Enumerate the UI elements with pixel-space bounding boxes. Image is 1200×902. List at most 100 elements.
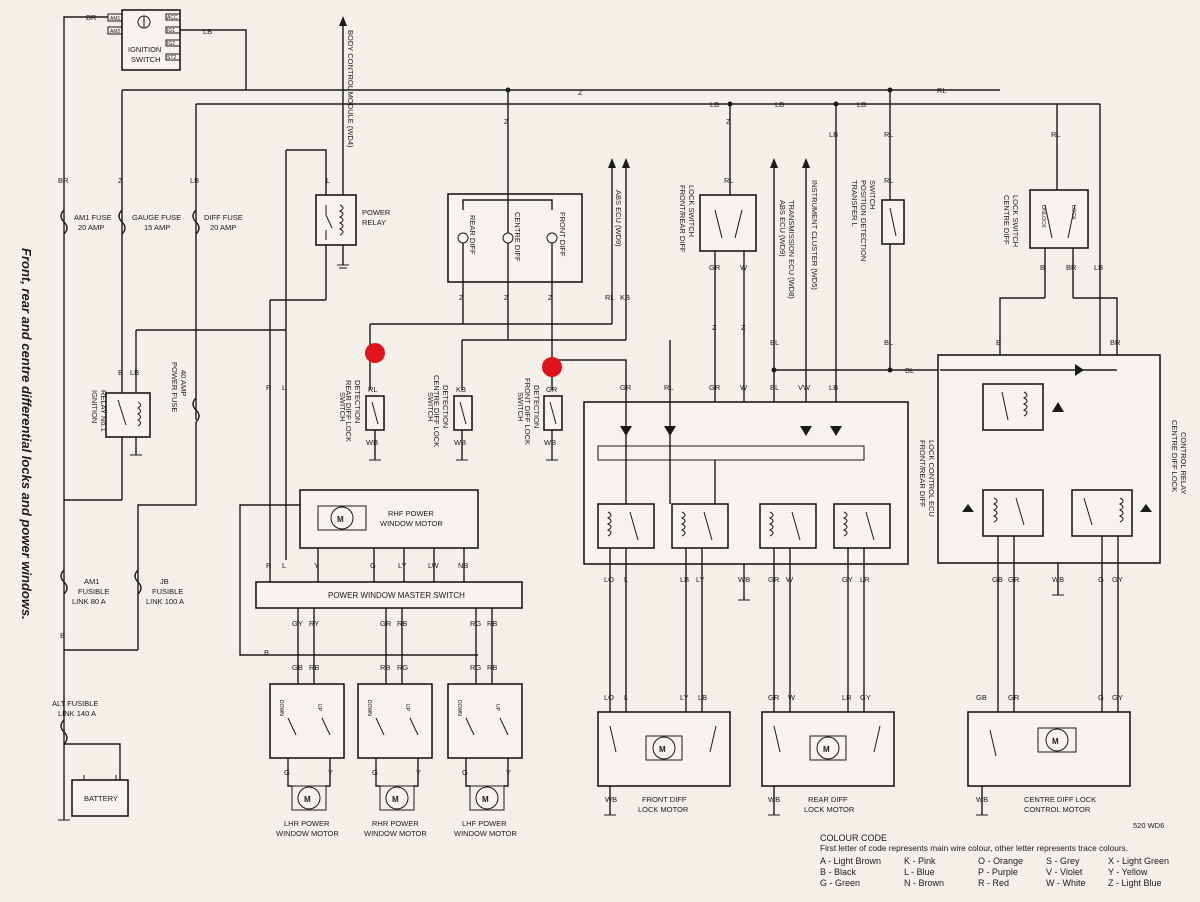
diagram-label: G [1098, 693, 1104, 702]
diagram-label: A - Light Brown [820, 856, 881, 866]
rhr-window-switch: DOWN UP [357, 683, 433, 759]
diagram-label: Z [118, 176, 123, 185]
diagram-label: W [740, 383, 748, 392]
diagram-label: SWITCH [516, 392, 525, 422]
diagram-label: M [659, 745, 666, 754]
ignition-relay-no1: IGNITION RELAY No.1 [90, 390, 151, 438]
diagram-label: RELAY [362, 218, 386, 227]
diagram-label: LINK 100 A [146, 597, 184, 606]
ignition-switch: AM1 AM2 ACC IG1 IG2 ST2 IGNITION SWITCH [107, 9, 181, 71]
diagram-label: LOCK MOTOR [804, 805, 855, 814]
diagram-label: 20 AMP [78, 223, 104, 232]
diagram-label: FRONT DIFF [642, 795, 687, 804]
diagram-label: LINK 140 A [58, 709, 96, 718]
diagram-label: LB [775, 100, 784, 109]
diagram-label: X - Light Green [1108, 856, 1169, 866]
diagram-label: BR [86, 13, 97, 22]
diagram-code: 520 WD6 [1133, 821, 1164, 830]
diagram-label: RB [487, 619, 497, 628]
diagram-label: WB [454, 438, 466, 447]
diagram-label: DOWN [456, 700, 462, 716]
diagram-label: R [266, 561, 272, 570]
ecu-output-labels: LO L LB LY WB GR W GY LR [604, 575, 870, 584]
diagram-label: Z [726, 117, 731, 126]
diagram-label: O - Orange [978, 856, 1023, 866]
master-switch-wire-labels: R L R L Y G LY LW NB [266, 383, 468, 570]
rear-diff-lock-motor: M REAR DIFF LOCK MOTOR [761, 711, 895, 814]
diagram-label: TRANSMISSION ECU (WD8) [787, 200, 796, 299]
diff-indicator-panel: REAR DIFF CENTRE DIFF FRONT DIFF [447, 193, 583, 283]
centre-diff-lock-detection-switch: KB WB CENTRE DIFF LOCK DETECTION SWITCH [426, 375, 473, 447]
diagram-label: AM1 [110, 16, 121, 22]
diagram-label: N - Brown [904, 878, 944, 888]
diagram-label: L [282, 383, 286, 392]
power-relay: POWER RELAY [315, 194, 391, 246]
relay-output-labels: GB GR WB G GY [992, 575, 1123, 584]
diagram-label: UP [404, 704, 410, 712]
diagram-label: RL [1051, 130, 1061, 139]
lhr-window-switch: DOWN UP [269, 683, 345, 759]
diagram-label: LO [604, 575, 614, 584]
diagram-label: LOCK SWITCH [1011, 195, 1020, 247]
diagram-label: LB [698, 693, 707, 702]
diagram-label: RB [309, 663, 319, 672]
rhr-power-window-motor: M RHR POWER WINDOW MOTOR [364, 785, 427, 838]
diagram-label: RY [309, 619, 319, 628]
diagram-label: IG2 [167, 41, 175, 47]
diagram-label: BR [1066, 263, 1077, 272]
diagram-label: LO [604, 693, 614, 702]
diagram-label: DETECTION [532, 385, 541, 428]
diagram-label: UNLOCK [1040, 205, 1046, 228]
diagram-label: LB [857, 100, 866, 109]
diagram-label: IGNITION [90, 390, 99, 423]
diagram-label: FUSIBLE [152, 587, 183, 596]
diagram-label: GR [768, 693, 780, 702]
diagram-label: G [372, 768, 378, 777]
diagram-label: RB [397, 619, 407, 628]
window-motor-wire-labels: G Y G Y G Y [284, 768, 511, 777]
diagram-label: G [284, 768, 290, 777]
diagram-label: INSTRUMENT CLUSTER (WD5) [810, 180, 819, 290]
lhf-power-window-motor: M LHF POWER WINDOW MOTOR [454, 785, 517, 838]
diagram-label: BR [1110, 338, 1121, 347]
diagram-label: BL [884, 338, 893, 347]
rhf-power-window-motor: M RHF POWER WINDOW MOTOR [299, 489, 479, 549]
diagram-label: RL [664, 383, 674, 392]
diagram-label: GY [860, 693, 871, 702]
diagram-label: FRONT DIFF [558, 212, 567, 257]
diagram-label: LB [190, 176, 199, 185]
diagram-label: Z [712, 323, 717, 332]
diagram-label: FRONT/REAR DIFF [678, 185, 687, 253]
diagram-label: G [462, 768, 468, 777]
diagram-label: AM1 [84, 577, 99, 586]
front-rear-diff-lock-control-ecu: FRONT/REAR DIFF LOCK CONTROL ECU [583, 401, 936, 565]
diagram-label: RL [605, 293, 615, 302]
diagram-label: L [282, 561, 286, 570]
centre-diff-lock-control-motor: M CENTRE DIFF LOCK CONTROL MOTOR [967, 711, 1131, 814]
diagram-label: RB [487, 663, 497, 672]
diagram-label: LB [829, 130, 838, 139]
diagram-label: WB [544, 438, 556, 447]
diagram-label: Y [314, 561, 319, 570]
diagram-label: L [326, 176, 330, 185]
diagram-label: B [996, 338, 1001, 347]
diagram-label: WINDOW MOTOR [380, 519, 443, 528]
diagram-label: KB [456, 385, 466, 394]
diagram-label: M [304, 795, 311, 804]
diagram-label: GR [1008, 575, 1020, 584]
diagram-label: CENTRE DIFF [1002, 195, 1011, 245]
diagram-label: LB [203, 27, 212, 36]
diagram-label: RL [937, 86, 947, 95]
diff-fuse: DIFF FUSE [204, 213, 243, 222]
diagram-label: Y - Yellow [1108, 867, 1148, 877]
diagram-label: M [337, 515, 344, 524]
diagram-label: M [823, 745, 830, 754]
ignition-title: IGNITION [128, 45, 161, 54]
side-title: Front, rear and centre differential lock… [19, 248, 34, 620]
diagram-label: SWITCH [868, 180, 877, 210]
diagram-label: CENTRE DIFF LOCK [1170, 420, 1179, 492]
diagram-label: B [118, 368, 123, 377]
diagram-label: R [266, 383, 272, 392]
diagram-label: UP [494, 704, 500, 712]
diagram-label: LY [696, 575, 705, 584]
